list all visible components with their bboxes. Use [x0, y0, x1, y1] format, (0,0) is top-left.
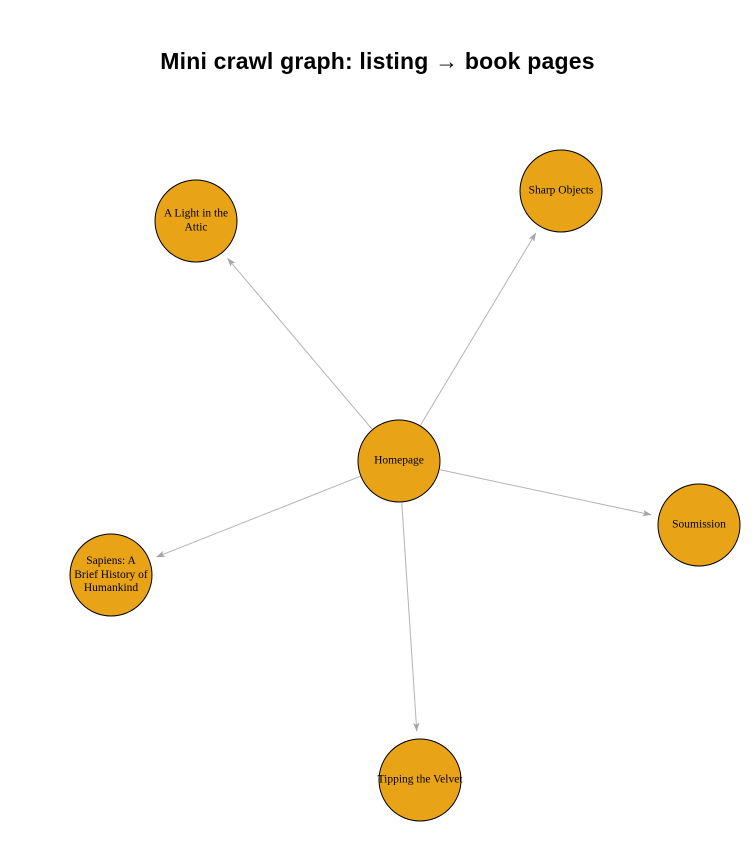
graph-node-sapiens[interactable]	[69, 533, 153, 617]
node-layer	[69, 149, 741, 822]
graph-node-velvet[interactable]	[378, 738, 462, 822]
graph-edge-homepage-to-sharp	[420, 232, 537, 426]
graph-node-light-attic[interactable]	[154, 179, 238, 263]
graph-node-soumission[interactable]	[657, 483, 741, 567]
graph-edge-homepage-to-soumission	[439, 469, 652, 517]
graph-node-homepage[interactable]	[357, 419, 441, 503]
page-title: Mini crawl graph: listing → book pages	[160, 48, 595, 74]
graph-node-sharp[interactable]	[519, 149, 603, 233]
edge-layer	[156, 232, 652, 732]
graph-edge-homepage-to-sapiens	[156, 475, 361, 558]
graph-edge-homepage-to-light-attic	[227, 257, 373, 430]
graph-edge-homepage-to-velvet	[401, 502, 420, 732]
